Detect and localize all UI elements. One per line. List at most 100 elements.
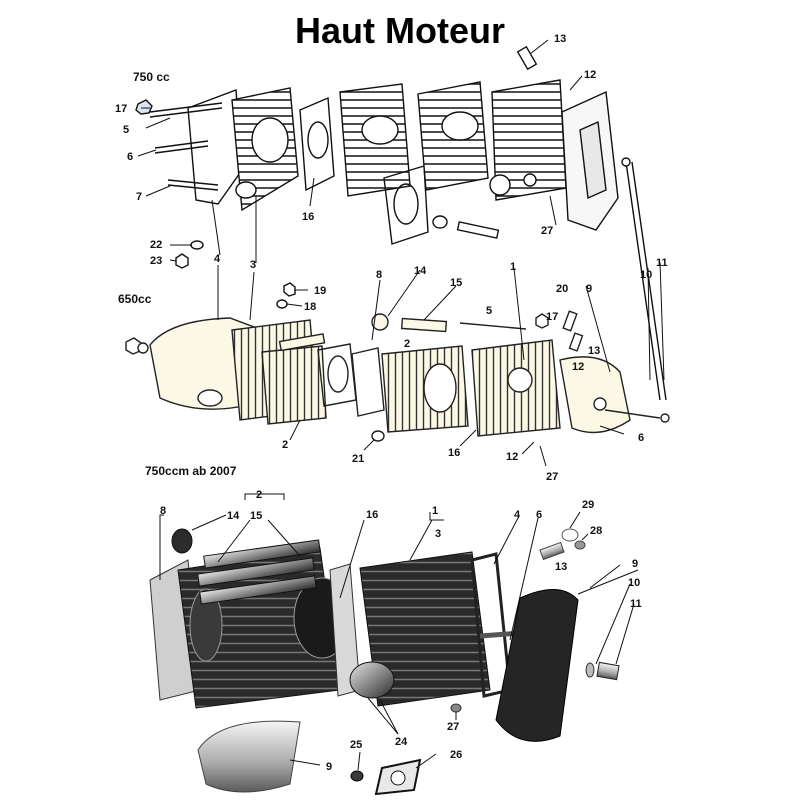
washer-10-photo xyxy=(585,662,595,678)
pushrod-tubes-photo xyxy=(197,539,321,605)
callout-5: 5 xyxy=(123,124,129,136)
callout-17: 17 xyxy=(115,103,127,115)
section-label-750cc: 750 cc xyxy=(133,70,170,84)
stud-5 xyxy=(149,102,223,118)
valve-13-photo xyxy=(539,541,565,561)
callout-5-mid: 5 xyxy=(486,305,492,317)
callout-2-mid: 2 xyxy=(404,338,410,350)
callout-10: 10 xyxy=(640,269,652,281)
callout-19: 19 xyxy=(314,285,326,297)
callout-21: 21 xyxy=(352,453,364,465)
bolt-11 xyxy=(631,161,667,401)
cylinder-head-photo xyxy=(349,551,491,707)
cylinder-barrel-right-2 xyxy=(381,345,469,433)
section-label-750ccm-2007: 750ccm ab 2007 xyxy=(145,464,237,478)
exploded-view-650cc xyxy=(125,310,670,442)
cylinder-barrel-left-2 xyxy=(261,345,327,425)
callout-4: 4 xyxy=(214,253,221,265)
exploded-view-750ccm-2007 xyxy=(149,528,620,796)
callout-9: 9 xyxy=(586,283,592,295)
callout-labels: 17 5 6 7 4 3 16 22 23 19 18 8 14 15 1 9 … xyxy=(115,33,668,773)
callout-2-left: 2 xyxy=(282,439,288,451)
callout-20: 20 xyxy=(556,283,568,295)
pushrod-15-mid xyxy=(400,317,448,333)
callout-15-bottom: 15 xyxy=(250,510,262,522)
callout-14: 14 xyxy=(414,265,427,277)
rocker-cover-9-top xyxy=(561,90,619,231)
nut-17 xyxy=(135,99,153,115)
callout-13-bottom: 13 xyxy=(555,561,567,573)
callout-24: 24 xyxy=(395,736,408,748)
callout-10-bottom: 10 xyxy=(628,577,640,589)
callout-7: 7 xyxy=(136,191,142,203)
rod-5-mid xyxy=(459,322,527,330)
callout-27-top: 27 xyxy=(541,225,553,237)
callout-27-mid: 27 xyxy=(546,471,558,483)
valve-20 xyxy=(562,310,578,332)
callout-13-mid: 13 xyxy=(588,345,600,357)
callout-15: 15 xyxy=(450,277,462,289)
callout-12-top: 12 xyxy=(584,69,596,81)
callout-25: 25 xyxy=(350,739,362,751)
valve-13-mid xyxy=(568,332,584,352)
callout-14-bottom: 14 xyxy=(227,510,240,522)
seal-14-mid xyxy=(371,313,389,331)
pushrod-tube-15-top xyxy=(456,221,500,239)
nut-left xyxy=(125,337,149,355)
gasket-8-top xyxy=(383,165,429,245)
callout-11: 11 xyxy=(656,257,668,269)
callout-6-mid: 6 xyxy=(638,432,644,444)
nut-27-photo xyxy=(450,703,462,713)
callout-27-bottom: 27 xyxy=(447,721,459,733)
callout-3-bottom: 3 xyxy=(435,528,441,540)
washer-28 xyxy=(574,540,586,550)
callout-8-bottom: 8 xyxy=(160,505,166,517)
section-label-650cc: 650cc xyxy=(118,292,152,306)
callout-11-bottom: 11 xyxy=(630,598,642,610)
washer-22 xyxy=(190,240,204,250)
nut-23 xyxy=(175,253,189,269)
stud-7 xyxy=(167,179,219,191)
pushrod-mid-left xyxy=(278,333,326,352)
head-gasket-16 xyxy=(299,96,335,192)
callout-1-bottom: 1 xyxy=(432,505,438,517)
bolt-6-mid xyxy=(604,409,670,423)
cylinder-cover-9-chrome xyxy=(197,720,301,793)
nut-21 xyxy=(371,430,385,442)
washer-18 xyxy=(276,299,288,309)
callout-28: 28 xyxy=(590,525,602,537)
callout-23: 23 xyxy=(150,255,162,267)
nut-17-mid xyxy=(535,313,549,329)
callout-9-bottom: 9 xyxy=(632,558,638,570)
callout-12-mid: 12 xyxy=(572,361,584,373)
callout-6: 6 xyxy=(127,151,133,163)
nut-25 xyxy=(350,770,364,782)
valve-13-top xyxy=(516,45,538,71)
leader-lines xyxy=(137,39,665,771)
seal-14-photo xyxy=(171,528,193,554)
cylinder-head-1-top xyxy=(489,79,567,201)
callout-4-bottom: 4 xyxy=(514,509,521,521)
diagram-title: Haut Moteur xyxy=(295,10,505,51)
bolt-10 xyxy=(625,161,661,401)
rocker-cover-right xyxy=(559,356,631,434)
callout-18: 18 xyxy=(304,301,316,313)
callout-3: 3 xyxy=(250,259,256,271)
cylinder-barrel-top xyxy=(339,83,411,197)
nut-19 xyxy=(283,282,296,297)
callout-1: 1 xyxy=(510,261,516,273)
callout-9-chrome: 9 xyxy=(326,761,332,773)
callout-8: 8 xyxy=(376,269,382,281)
callout-2-bottom: 2 xyxy=(256,489,262,501)
callout-16-top: 16 xyxy=(302,211,314,223)
callout-16-bottom: 16 xyxy=(366,509,378,521)
callout-13-top: 13 xyxy=(554,33,566,45)
gasket-26 xyxy=(374,758,422,796)
callout-12-bottom: 12 xyxy=(506,451,518,463)
callout-29: 29 xyxy=(582,499,594,511)
callout-6-bottom: 6 xyxy=(536,509,542,521)
cylinder-barrel-2-top xyxy=(417,81,489,191)
seal-14-top xyxy=(432,215,448,229)
